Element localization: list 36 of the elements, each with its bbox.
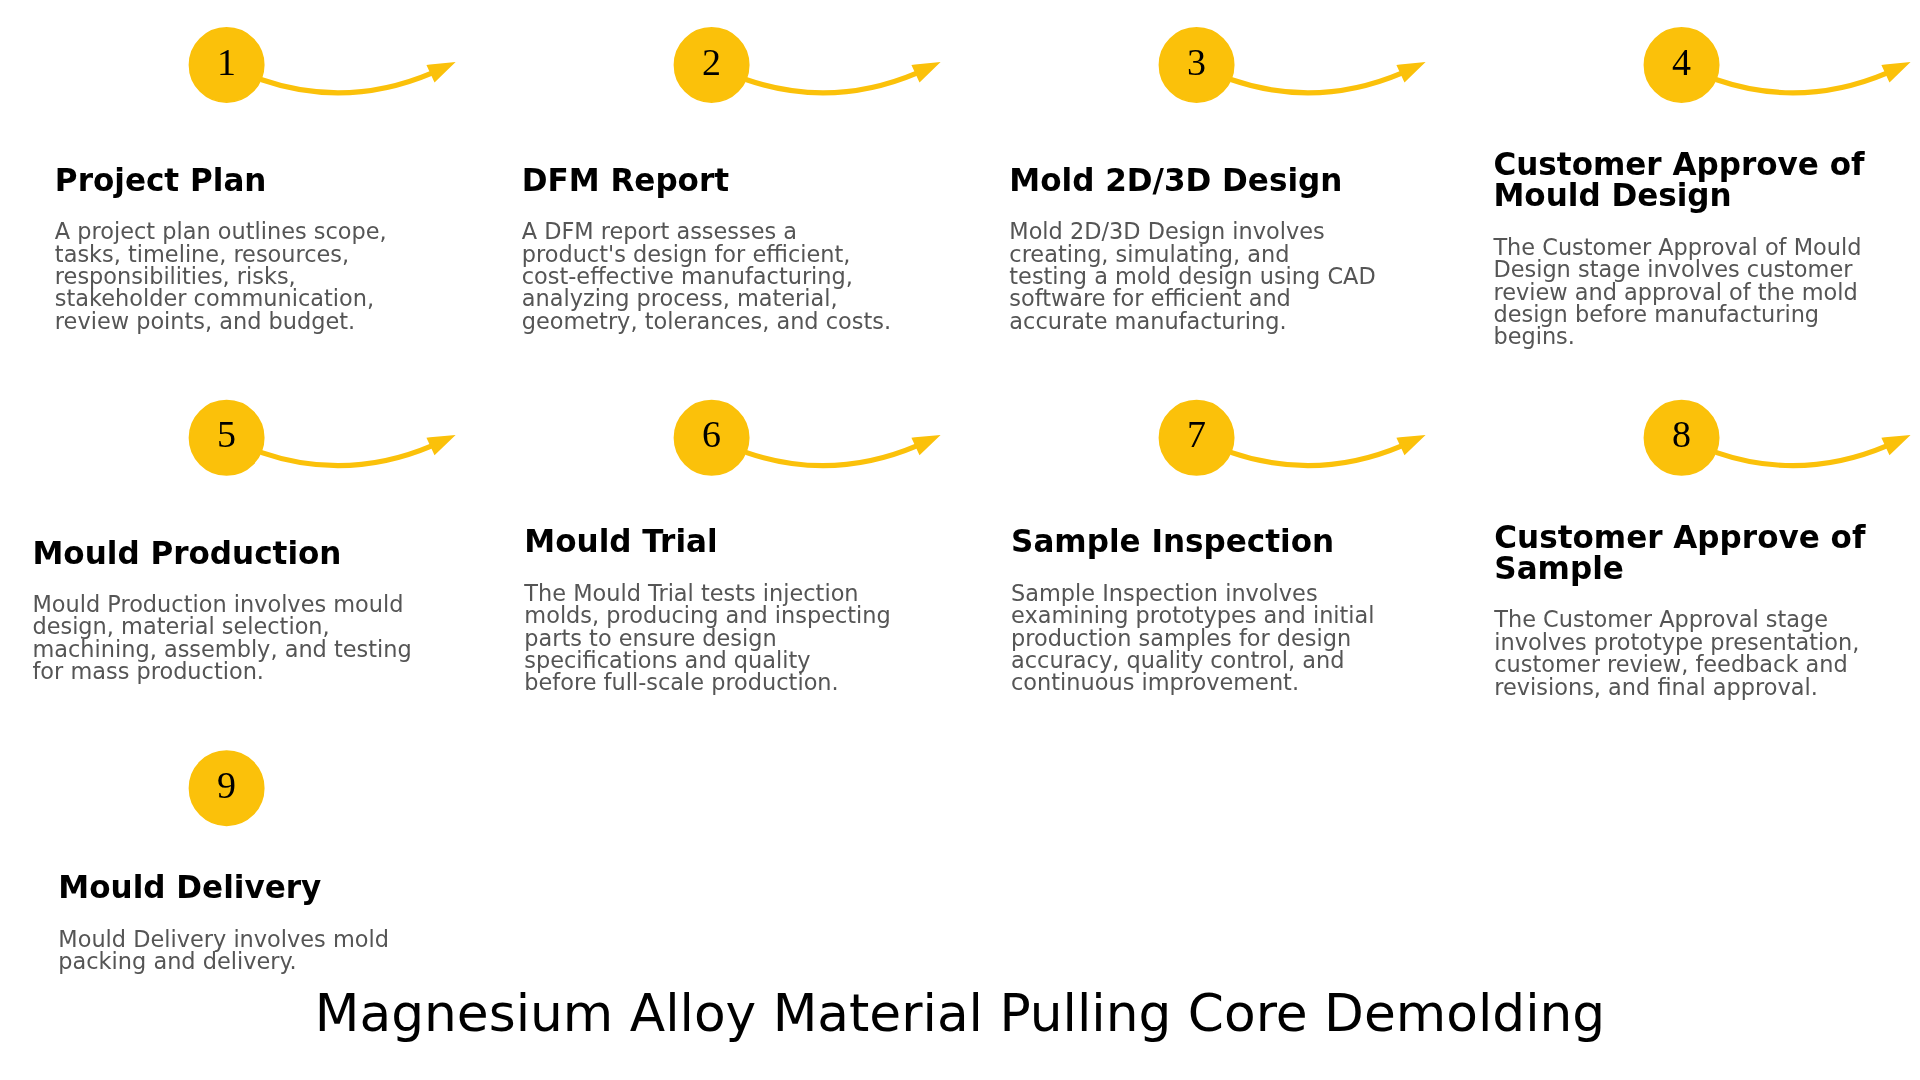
node-label: Mold 2D/3D Design: [1009, 161, 1343, 198]
node-label: Sample Inspection involves examining prototypes and initial production samples for design accuracy, quality control, and continuous improvement.: [1011, 579, 1375, 695]
arrow: [1715, 61, 1911, 95]
node-label: Customer Approve of Mould Design: [1493, 145, 1865, 213]
node-circle: 2: [673, 26, 750, 103]
arrow: [1230, 61, 1426, 95]
node-label: A DFM report assesses a product's design for efficient, cost-effective manufacturing, analyzing process, material, geometry, tolerances, and costs.: [521, 217, 892, 334]
node-label: Customer Approve of Sample: [1494, 518, 1866, 586]
node-label: Mould Delivery involves mold packing and delivery.: [58, 925, 389, 974]
node-circle: 1: [188, 26, 265, 103]
node-circle: 7: [1158, 399, 1235, 476]
node-label: The Mould Trial tests injection molds, producing and inspecting parts to ensure design specifications and quality before full-scale production.: [524, 579, 891, 695]
node-label: DFM Report: [521, 161, 730, 198]
arrow: [745, 434, 941, 468]
node-label: Mould Trial: [524, 522, 718, 559]
arrow: [1230, 434, 1426, 468]
arrow: [260, 61, 456, 95]
node-label: Project Plan: [54, 161, 267, 198]
node-circle: 5: [188, 399, 265, 476]
node-label: Mould Delivery: [58, 868, 322, 905]
node-label: A project plan outlines scope, tasks, timeline, resources, responsibilities, risks, stakeholder communication, review points, and budget.: [54, 217, 387, 334]
arrow: [260, 434, 456, 468]
node-label: Mould Production involves mould design, material selection, machining, assembly, and testing for mass production.: [32, 590, 412, 684]
arrow: [745, 61, 941, 95]
node-circle: 8: [1643, 399, 1720, 476]
node-label: Sample Inspection: [1011, 522, 1335, 559]
node-label: Mould Production: [32, 534, 342, 571]
node-circle: 3: [1158, 26, 1235, 103]
node-label: The Customer Approval of Mould Design stage involves customer review and approval of the mold design before manufacturing begins.: [1493, 233, 1862, 349]
node-circle: 6: [673, 399, 750, 476]
node-label: The Customer Approval stage involves prototype presentation, customer review, feedback and revisions, and final approval.: [1494, 605, 1860, 700]
node-label: Mold 2D/3D Design involves creating, simulating, and testing a mold design using CAD software for efficient and accurate manufacturing.: [1009, 217, 1376, 334]
arrow: [1715, 434, 1911, 468]
caption: Magnesium Alloy Material Pulling Core Demolding: [314, 982, 1606, 1043]
node-circle: 9: [188, 749, 265, 826]
node-circle: 4: [1643, 26, 1720, 103]
